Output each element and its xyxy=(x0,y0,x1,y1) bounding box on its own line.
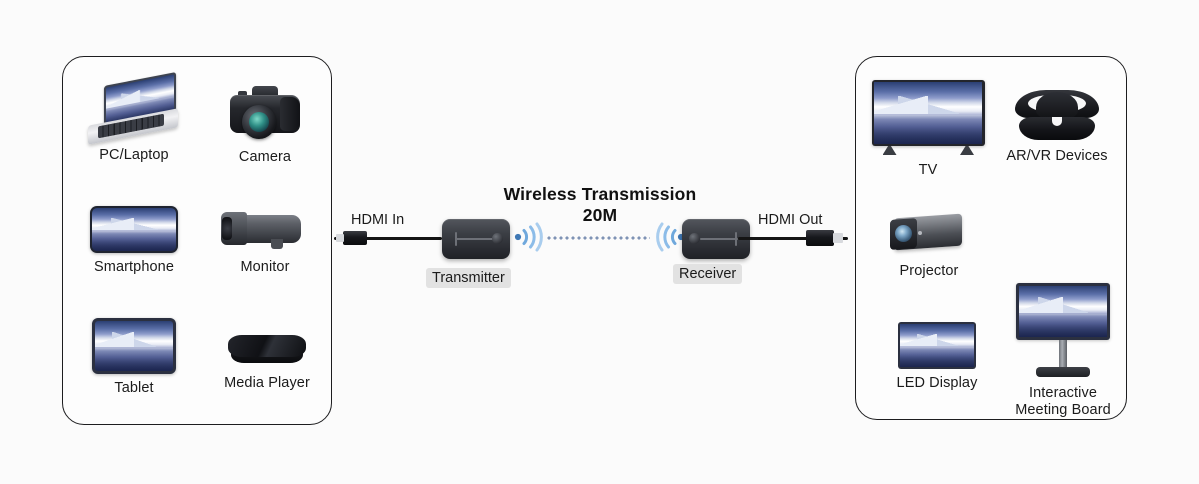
device-label: AR/VR Devices xyxy=(1006,148,1108,164)
device-ar-vr[interactable]: AR/VR Devices xyxy=(996,90,1118,165)
device-monitor[interactable]: Monitor xyxy=(211,205,319,276)
device-camera[interactable]: Camera xyxy=(211,81,319,166)
device-label: Media Player xyxy=(224,375,310,391)
smartphone-icon xyxy=(90,206,178,253)
interactive-meeting-board-icon xyxy=(1016,283,1110,379)
device-led-display[interactable]: LED Display xyxy=(889,322,985,392)
device-label: Interactive Meeting Board xyxy=(1015,385,1111,419)
hdmi-out-cable xyxy=(738,237,848,240)
device-smartphone[interactable]: Smartphone xyxy=(80,206,188,276)
vr-headset-icon xyxy=(1015,90,1099,142)
device-tablet[interactable]: Tablet xyxy=(80,318,188,397)
bullet-security-camera-icon xyxy=(219,205,311,253)
source-devices-panel: PC/Laptop Camera Smartphone xyxy=(62,56,332,425)
device-label: Tablet xyxy=(114,380,154,396)
transmission-title: Wireless Transmission 20M xyxy=(503,184,697,225)
tablet-icon xyxy=(92,318,176,374)
transmitter-label: Transmitter xyxy=(426,268,511,288)
led-display-icon xyxy=(898,322,976,369)
device-label: TV xyxy=(918,162,938,178)
device-label: Monitor xyxy=(240,259,290,275)
laptop-icon xyxy=(88,72,180,145)
hdmi-transmitter-dongle-icon[interactable] xyxy=(442,219,510,259)
wireless-signal-transmit-icon xyxy=(514,222,543,252)
hdmi-plug-icon xyxy=(336,231,367,245)
device-label: Smartphone xyxy=(94,259,174,275)
device-label: PC/Laptop xyxy=(99,147,169,163)
hdmi-in-label: HDMI In xyxy=(351,212,405,228)
receiver-label: Receiver xyxy=(673,264,743,284)
hdmi-out-label: HDMI Out xyxy=(758,212,823,228)
device-projector[interactable]: Projector xyxy=(881,210,977,280)
wireless-signal-receive-icon xyxy=(656,222,685,252)
device-pc-laptop[interactable]: PC/Laptop xyxy=(80,72,188,164)
media-player-box-icon xyxy=(224,329,310,369)
device-meeting-board[interactable]: Interactive Meeting Board xyxy=(1002,283,1124,419)
device-label: Projector xyxy=(899,263,959,279)
projector-icon xyxy=(890,210,968,257)
device-label: Camera xyxy=(238,149,292,165)
tv-icon xyxy=(871,80,985,156)
display-devices-panel: TV AR/VR Devices Projector LED Display xyxy=(855,56,1127,420)
dotted-wireless-link-icon xyxy=(546,236,650,240)
device-label: LED Display xyxy=(896,375,978,391)
device-tv[interactable]: TV xyxy=(869,80,987,179)
hdmi-in-cable xyxy=(334,237,442,240)
hdmi-plug-icon xyxy=(806,230,843,246)
device-media-player[interactable]: Media Player xyxy=(211,329,323,392)
dslr-camera-icon xyxy=(228,81,302,143)
